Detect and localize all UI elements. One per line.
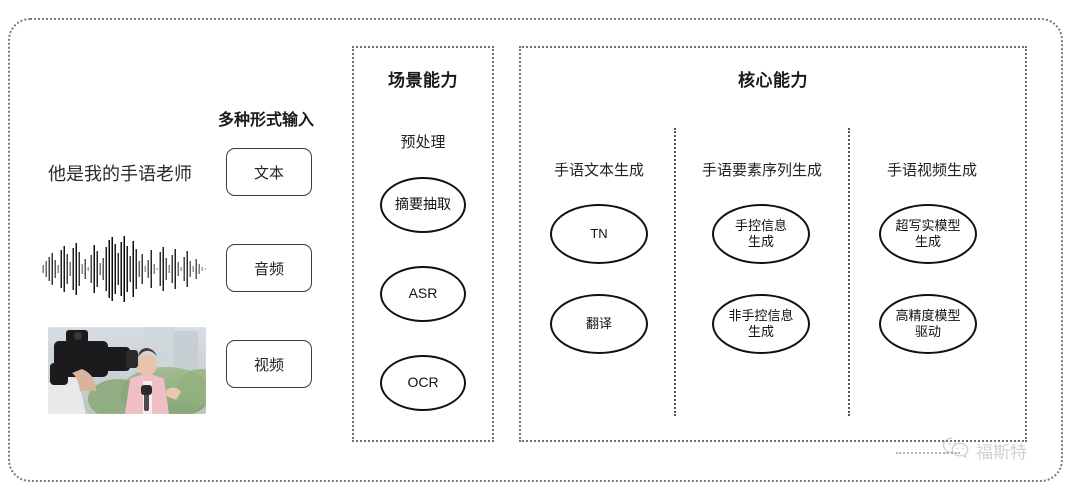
node-ocr[interactable]: OCR <box>380 355 466 411</box>
video-thumbnail-icon <box>48 327 206 414</box>
node-summary-extraction-label: 摘要抽取 <box>395 196 451 213</box>
watermark: 福斯特 <box>942 436 1027 465</box>
core-column-divider-1 <box>674 128 676 416</box>
watermark-dotted-line <box>896 452 960 454</box>
node-highprecision-model-driving-line2: 驱动 <box>914 324 941 339</box>
modality-pill-audio[interactable]: 音频 <box>226 244 312 292</box>
core-column-header-element-sequence: 手语要素序列生成 <box>701 162 822 179</box>
core-capability-title: 核心能力 <box>738 71 808 90</box>
node-manual-info-generation-label: 手控信息 生成 <box>735 218 787 251</box>
node-asr-label: ASR <box>408 285 438 302</box>
node-asr[interactable]: ASR <box>380 266 466 322</box>
sample-sentence-text: 他是我的手语老师 <box>48 164 192 184</box>
core-column-header-video-generation: 手语视频生成 <box>886 162 977 179</box>
modality-pill-text[interactable]: 文本 <box>226 148 312 196</box>
scenario-capability-title: 场景能力 <box>388 71 458 90</box>
watermark-label: 福斯特 <box>976 443 1027 462</box>
wechat-icon <box>942 436 970 465</box>
node-nonmanual-info-generation-line2: 生成 <box>747 324 774 339</box>
node-highprecision-model-driving[interactable]: 高精度模型 驱动 <box>879 294 977 354</box>
core-column-divider-2 <box>848 128 850 416</box>
modality-pill-text-label: 文本 <box>253 164 284 182</box>
node-nonmanual-info-generation-line1: 非手控信息 <box>728 307 794 323</box>
node-highprecision-model-driving-line1: 高精度模型 <box>895 307 961 323</box>
core-column-header-text-generation: 手语文本生成 <box>553 162 644 179</box>
node-translation-label: 翻译 <box>585 315 612 331</box>
node-tn[interactable]: TN <box>550 204 648 264</box>
scenario-capability-box <box>352 46 494 442</box>
node-ocr-label: OCR <box>407 374 439 391</box>
node-summary-extraction[interactable]: 摘要抽取 <box>380 177 466 233</box>
input-panel-heading: 多种形式输入 <box>218 112 315 129</box>
node-highprecision-model-driving-label: 高精度模型 驱动 <box>895 308 960 341</box>
node-manual-info-generation-line1: 手控信息 <box>734 217 787 233</box>
node-translation[interactable]: 翻译 <box>550 294 648 354</box>
waveform-icon <box>38 234 216 304</box>
modality-pill-video[interactable]: 视频 <box>226 340 312 388</box>
modality-pill-video-label: 视频 <box>253 356 284 374</box>
node-manual-info-generation-line2: 生成 <box>747 234 774 249</box>
outer-frame <box>8 18 1063 482</box>
scenario-subtitle-preprocess: 预处理 <box>400 134 446 151</box>
node-manual-info-generation[interactable]: 手控信息 生成 <box>712 204 810 264</box>
node-hyperreal-model-generation-label: 超写实模型 生成 <box>895 218 960 251</box>
modality-pill-audio-label: 音频 <box>253 260 284 278</box>
node-nonmanual-info-generation[interactable]: 非手控信息 生成 <box>712 294 810 354</box>
core-capability-box <box>519 46 1027 442</box>
node-tn-label: TN <box>590 225 608 241</box>
node-hyperreal-model-generation[interactable]: 超写实模型 生成 <box>879 204 977 264</box>
node-nonmanual-info-generation-label: 非手控信息 生成 <box>728 308 793 341</box>
node-hyperreal-model-generation-line2: 生成 <box>914 234 941 249</box>
node-hyperreal-model-generation-line1: 超写实模型 <box>895 217 961 233</box>
